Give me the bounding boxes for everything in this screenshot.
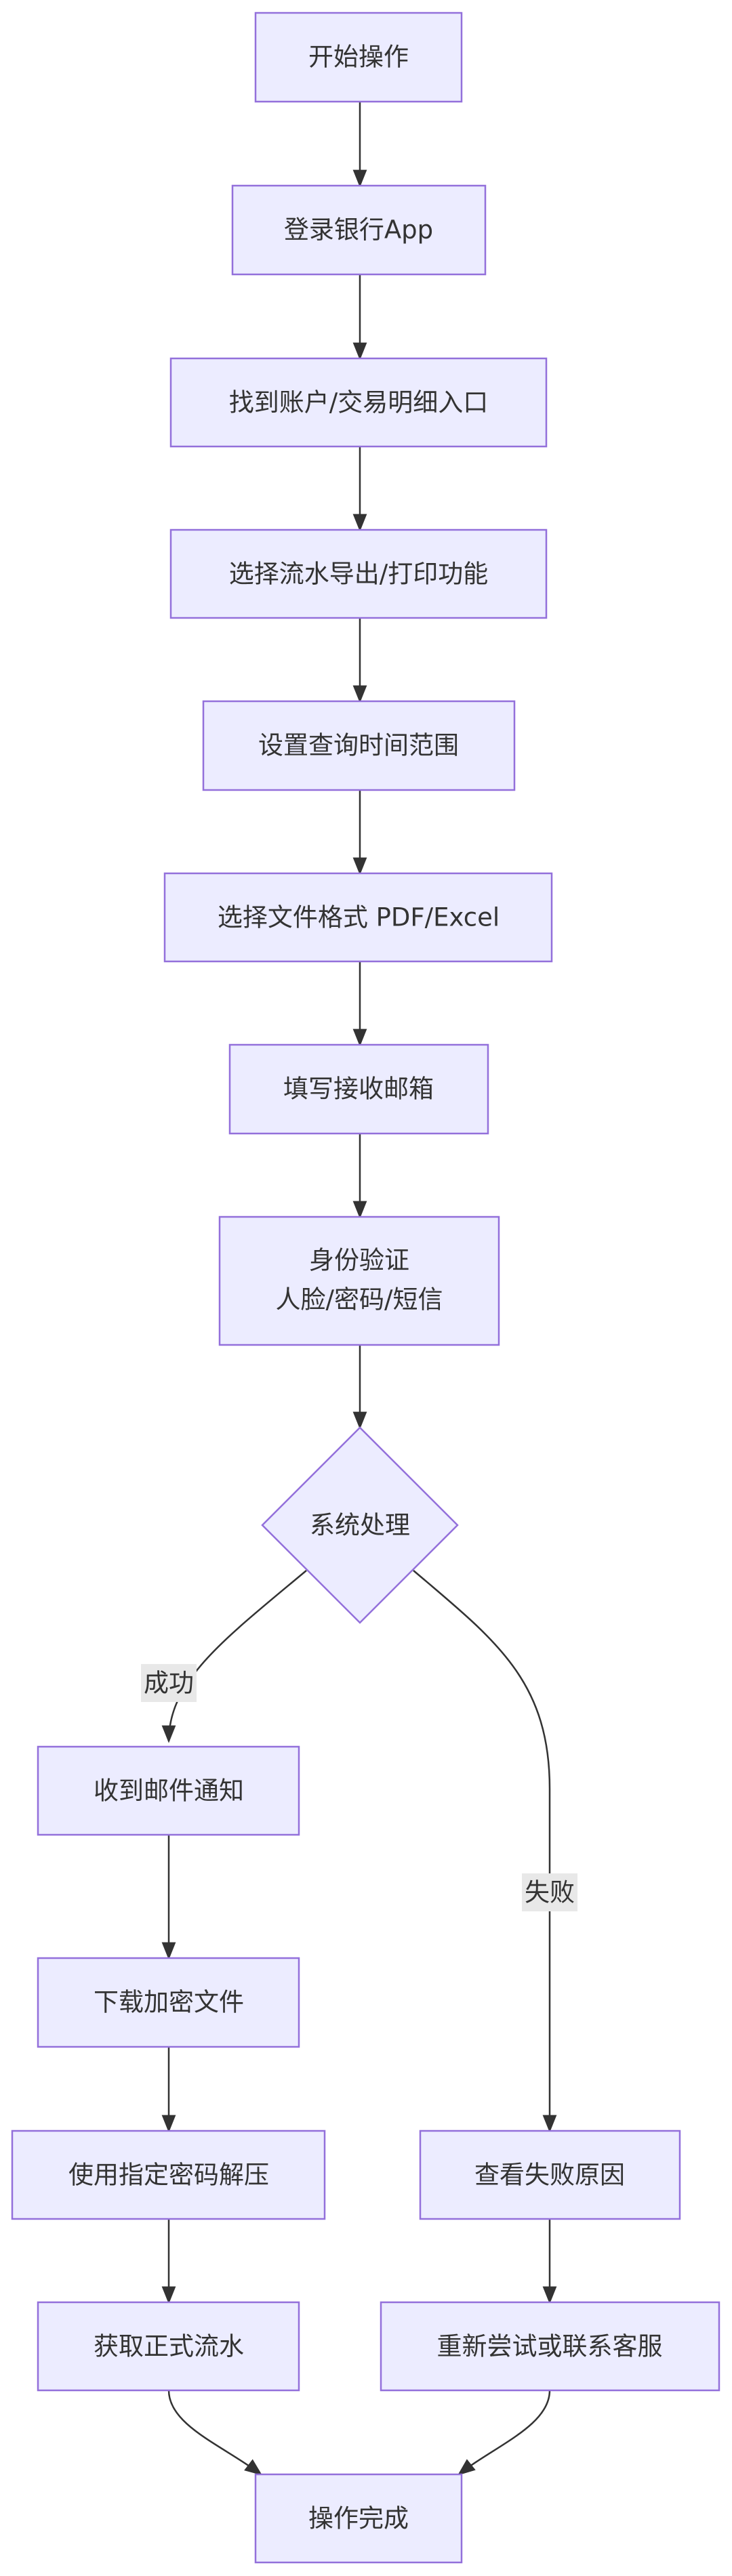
svg-text:找到账户/交易明细入口: 找到账户/交易明细入口 <box>229 388 488 417</box>
node-identity-verify: 身份验证 人脸/密码/短信 <box>218 1216 500 1346</box>
node-system-process: 系统处理 <box>261 1426 459 1624</box>
edge-system-failure <box>413 1570 557 2133</box>
node-start: 开始操作 <box>254 12 463 103</box>
svg-text:设置查询时间范围: 设置查询时间范围 <box>258 731 459 760</box>
svg-text:获取正式流水: 获取正式流水 <box>94 2332 244 2361</box>
svg-text:成功: 成功 <box>144 1669 194 1698</box>
node-decompress: 使用指定密码解压 <box>11 2130 326 2220</box>
edge-label-success: 成功 <box>141 1664 197 1702</box>
svg-text:操作完成: 操作完成 <box>308 2504 409 2533</box>
edge-get-done <box>167 2390 263 2476</box>
svg-text:填写接收邮箱: 填写接收邮箱 <box>283 1075 434 1104</box>
svg-text:重新尝试或联系客服: 重新尝试或联系客服 <box>437 2332 663 2361</box>
node-get-statement: 获取正式流水 <box>37 2301 300 2392</box>
svg-text:登录银行App: 登录银行App <box>284 215 433 245</box>
node-select-format: 选择文件格式 PDF/Excel <box>163 872 553 963</box>
svg-text:开始操作: 开始操作 <box>308 43 409 72</box>
edge-label-failure: 失败 <box>522 1873 577 1911</box>
node-retry: 重新尝试或联系客服 <box>380 2301 720 2392</box>
edge-retry-done <box>457 2390 551 2476</box>
svg-text:选择流水导出/打印功能: 选择流水导出/打印功能 <box>229 560 488 589</box>
svg-text:失败: 失败 <box>525 1878 575 1907</box>
node-find-entry: 找到账户/交易明细入口 <box>169 357 548 448</box>
node-login: 登录银行App <box>231 184 487 276</box>
node-fill-email: 填写接收邮箱 <box>228 1043 489 1135</box>
svg-text:下载加密文件: 下载加密文件 <box>94 1988 244 2017</box>
node-done: 操作完成 <box>254 2473 463 2564</box>
svg-text:人脸/密码/短信: 人脸/密码/短信 <box>276 1285 443 1314</box>
node-set-time: 设置查询时间范围 <box>202 700 516 791</box>
svg-text:选择文件格式 PDF/Excel: 选择文件格式 PDF/Excel <box>218 903 500 932</box>
svg-text:系统处理: 系统处理 <box>310 1511 410 1540</box>
node-view-reason: 查看失败原因 <box>419 2130 681 2220</box>
svg-text:查看失败原因: 查看失败原因 <box>474 2161 625 2190</box>
svg-text:使用指定密码解压: 使用指定密码解压 <box>68 2161 269 2190</box>
svg-text:收到邮件通知: 收到邮件通知 <box>94 1777 244 1806</box>
node-select-export: 选择流水导出/打印功能 <box>169 528 548 619</box>
svg-text:身份验证: 身份验证 <box>309 1246 409 1275</box>
edge-system-success <box>161 1570 307 1743</box>
node-download: 下载加密文件 <box>37 1957 300 2048</box>
node-receive-email: 收到邮件通知 <box>37 1745 300 1836</box>
edges <box>161 102 557 2476</box>
